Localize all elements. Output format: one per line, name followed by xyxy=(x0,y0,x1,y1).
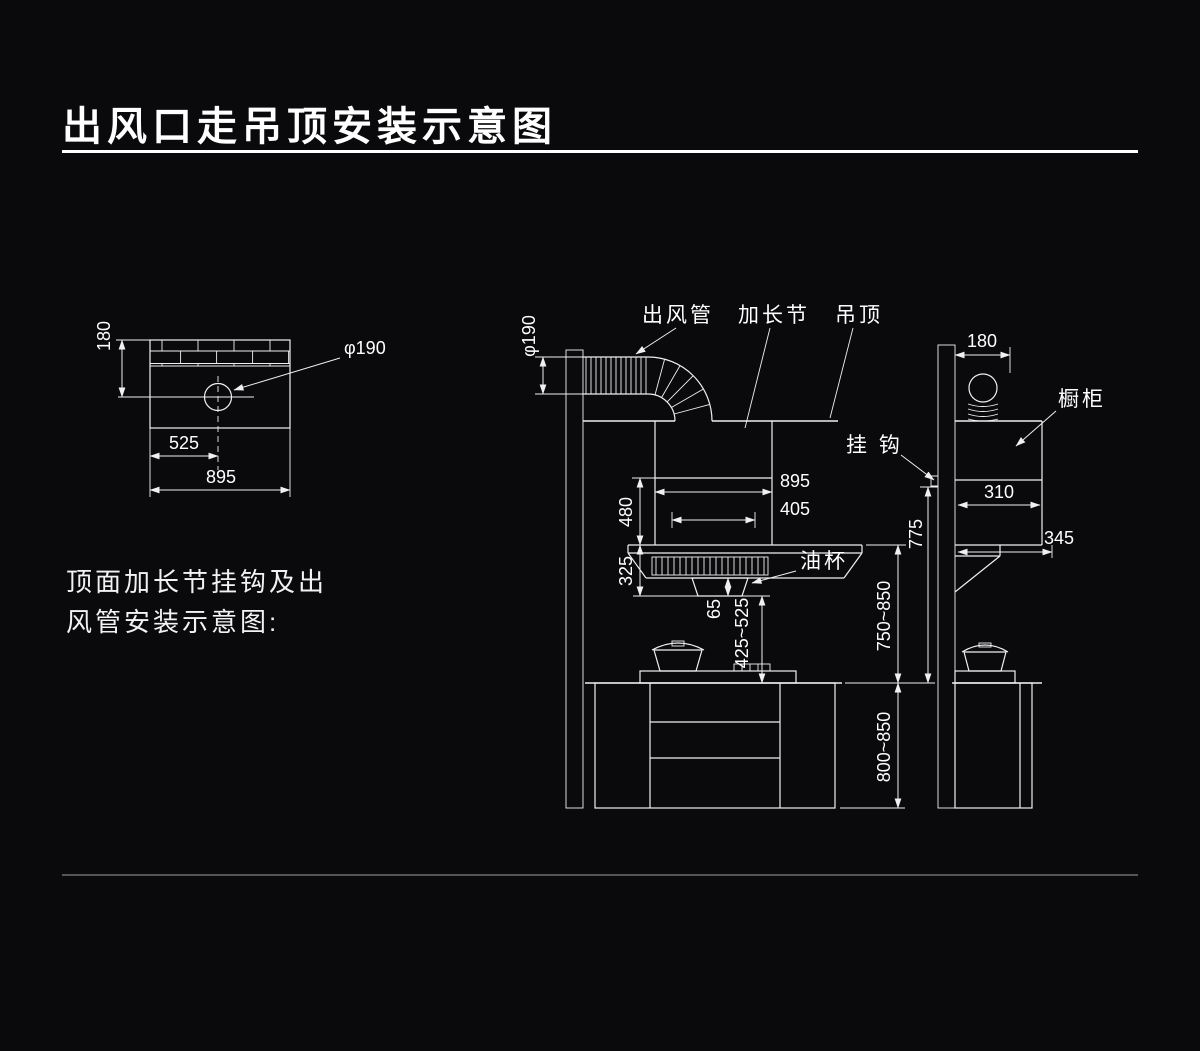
base-cabinet xyxy=(594,682,836,809)
side-base-cabinet xyxy=(954,682,1033,809)
pot-knob xyxy=(671,640,685,647)
dim-hood-to-counter: 425~525 xyxy=(732,598,752,669)
ceiling-install-view: φ190 895 405 480 325 65 425~525 750~850 … xyxy=(519,304,938,809)
dim-hood-top-to-counter: 750~850 xyxy=(874,581,894,652)
dim-895-wall: 895 xyxy=(206,467,236,487)
oil-cup xyxy=(691,577,749,597)
note-text: 顶面加长节挂钩及出 风管安装示意图: xyxy=(66,562,327,642)
label-cabinet: 橱柜 xyxy=(1058,388,1106,411)
hole-leader xyxy=(233,357,341,391)
dim-180-wall: 180 xyxy=(94,321,114,351)
upper-cabinet xyxy=(954,421,1043,593)
dim-525: 525 xyxy=(169,433,199,453)
title-underline xyxy=(62,150,1138,153)
dim-counter-height: 800~850 xyxy=(874,712,894,783)
side-pot-body xyxy=(963,651,1007,672)
ceiling-leader xyxy=(829,327,854,419)
duct-leader xyxy=(635,327,677,355)
dim-cabinet-depth: 310 xyxy=(984,482,1014,502)
wall-column xyxy=(565,349,584,809)
label-extension: 加长节 xyxy=(738,304,810,327)
dim-cabinet-front: 345 xyxy=(1044,528,1074,548)
dim-chimney-width: 405 xyxy=(780,499,810,519)
oil-cup-leader xyxy=(751,570,797,584)
chimney xyxy=(654,421,773,545)
dim-hole-diameter: φ190 xyxy=(344,338,386,358)
side-view: 180 310 345 橱柜 xyxy=(930,331,1106,809)
hook-leader xyxy=(900,454,935,481)
page-title: 出风口走吊顶安装示意图 xyxy=(62,105,557,149)
wall-column-side xyxy=(937,344,956,809)
dim-upper-height: 480 xyxy=(616,497,636,527)
cooktop xyxy=(639,640,797,684)
label-hook: 挂 钩 xyxy=(846,434,903,457)
side-cooktop xyxy=(954,642,1016,684)
label-ceiling: 吊顶 xyxy=(835,304,883,327)
duct-outlet xyxy=(968,373,998,403)
burner xyxy=(733,663,771,672)
pot-body xyxy=(653,649,703,672)
wall-hole-view: 180 φ190 525 895 xyxy=(94,321,386,497)
dim-duct-diameter: φ190 xyxy=(519,315,539,357)
label-duct: 出风管 xyxy=(642,304,714,327)
side-pot-knob xyxy=(978,642,992,648)
extension-leader xyxy=(744,327,771,429)
dim-hood-width: 895 xyxy=(780,471,810,491)
dim-wall-to-duct: 180 xyxy=(967,331,997,351)
brick-band xyxy=(150,340,290,366)
dim-hook-to-counter: 775 xyxy=(906,519,926,549)
dim-oil-cup-height: 65 xyxy=(704,599,724,619)
note-line-2: 风管安装示意图: xyxy=(66,607,280,637)
label-oil-cup: 油杯 xyxy=(800,550,848,573)
cabinet-leader xyxy=(1015,410,1057,447)
pot-lid xyxy=(651,642,705,651)
duct-rings xyxy=(967,403,999,422)
bottom-divider xyxy=(62,874,1138,876)
dim-body-height: 325 xyxy=(616,556,636,586)
wall-hook xyxy=(930,475,938,487)
note-line-1: 顶面加长节挂钩及出 xyxy=(66,567,328,597)
wall-outline xyxy=(149,339,291,429)
flex-duct xyxy=(583,356,713,422)
side-pot-lid xyxy=(961,644,1009,653)
